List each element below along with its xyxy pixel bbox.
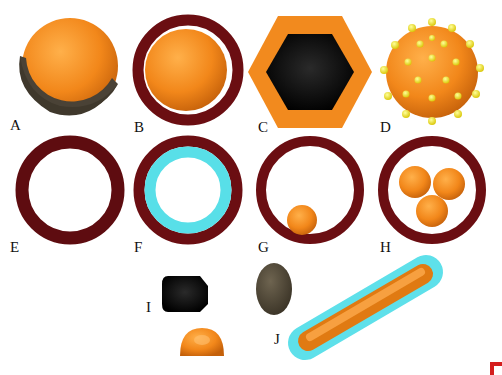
panel-letter: I (146, 300, 151, 315)
panel-letter: G (258, 240, 269, 255)
corner-mark (490, 362, 502, 375)
half-shell-particle (19, 18, 118, 116)
panel-letter: B (134, 120, 144, 135)
double-shell (139, 141, 237, 239)
panel-letter: J (274, 332, 280, 347)
panel-letter: A (10, 118, 21, 133)
rod-core-shell (305, 272, 426, 343)
multi-yolk-shell (383, 141, 481, 239)
panel-letter: D (380, 120, 391, 135)
panel-letter: E (10, 240, 19, 255)
hexagonal-core-shell (248, 16, 372, 128)
yolk-shell (261, 141, 359, 239)
core-shell-particle (138, 20, 238, 120)
panel-letter: C (258, 120, 268, 135)
panel-letter: H (380, 240, 391, 255)
mixed-particles (162, 263, 292, 356)
hollow-shell (22, 142, 118, 238)
decorated-sphere (380, 18, 484, 125)
panel-letter: F (134, 240, 142, 255)
